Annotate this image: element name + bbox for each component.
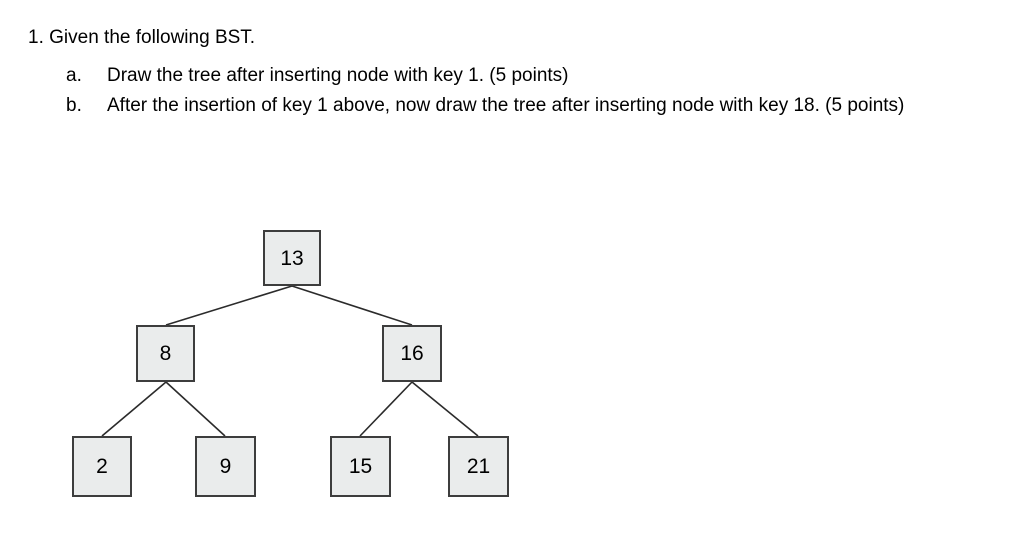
- tree-node-label: 16: [400, 342, 424, 365]
- sub-question-a: a. Draw the tree after inserting node wi…: [66, 61, 1006, 91]
- tree-node-label: 13: [280, 246, 304, 270]
- tree-node-label: 21: [466, 455, 491, 478]
- tree-edge-8-2: [101, 381, 167, 437]
- tree-node-label: 9: [219, 455, 232, 478]
- tree-node-13[interactable]: 13: [263, 230, 321, 286]
- tree-edge-13-8: [165, 285, 293, 326]
- tree-node-8[interactable]: 8: [136, 325, 195, 382]
- tree-node-9[interactable]: 9: [195, 436, 256, 497]
- tree-edge-16-21: [411, 381, 479, 437]
- tree-edge-8-9: [165, 381, 226, 437]
- sub-question-a-text: Draw the tree after inserting node with …: [107, 65, 569, 86]
- tree-edge-16-15: [359, 381, 413, 437]
- sub-question-a-marker: a.: [66, 65, 82, 86]
- sub-question-b-marker: b.: [66, 95, 82, 116]
- tree-node-2[interactable]: 2: [72, 436, 132, 497]
- tree-node-21[interactable]: 21: [448, 436, 509, 497]
- sub-question-b: b. After the insertion of key 1 above, n…: [66, 91, 1006, 121]
- question-heading: 1. Given the following BST.: [28, 27, 256, 48]
- tree-edge-13-16: [291, 285, 413, 326]
- sub-question-b-text: After the insertion of key 1 above, now …: [107, 95, 905, 116]
- tree-node-15[interactable]: 15: [330, 436, 391, 497]
- tree-node-16[interactable]: 16: [382, 325, 442, 382]
- tree-node-label: 8: [159, 342, 172, 365]
- tree-node-label: 2: [96, 455, 108, 478]
- tree-node-label: 15: [348, 455, 373, 478]
- sub-question-list: a. Draw the tree after inserting node wi…: [66, 61, 1006, 121]
